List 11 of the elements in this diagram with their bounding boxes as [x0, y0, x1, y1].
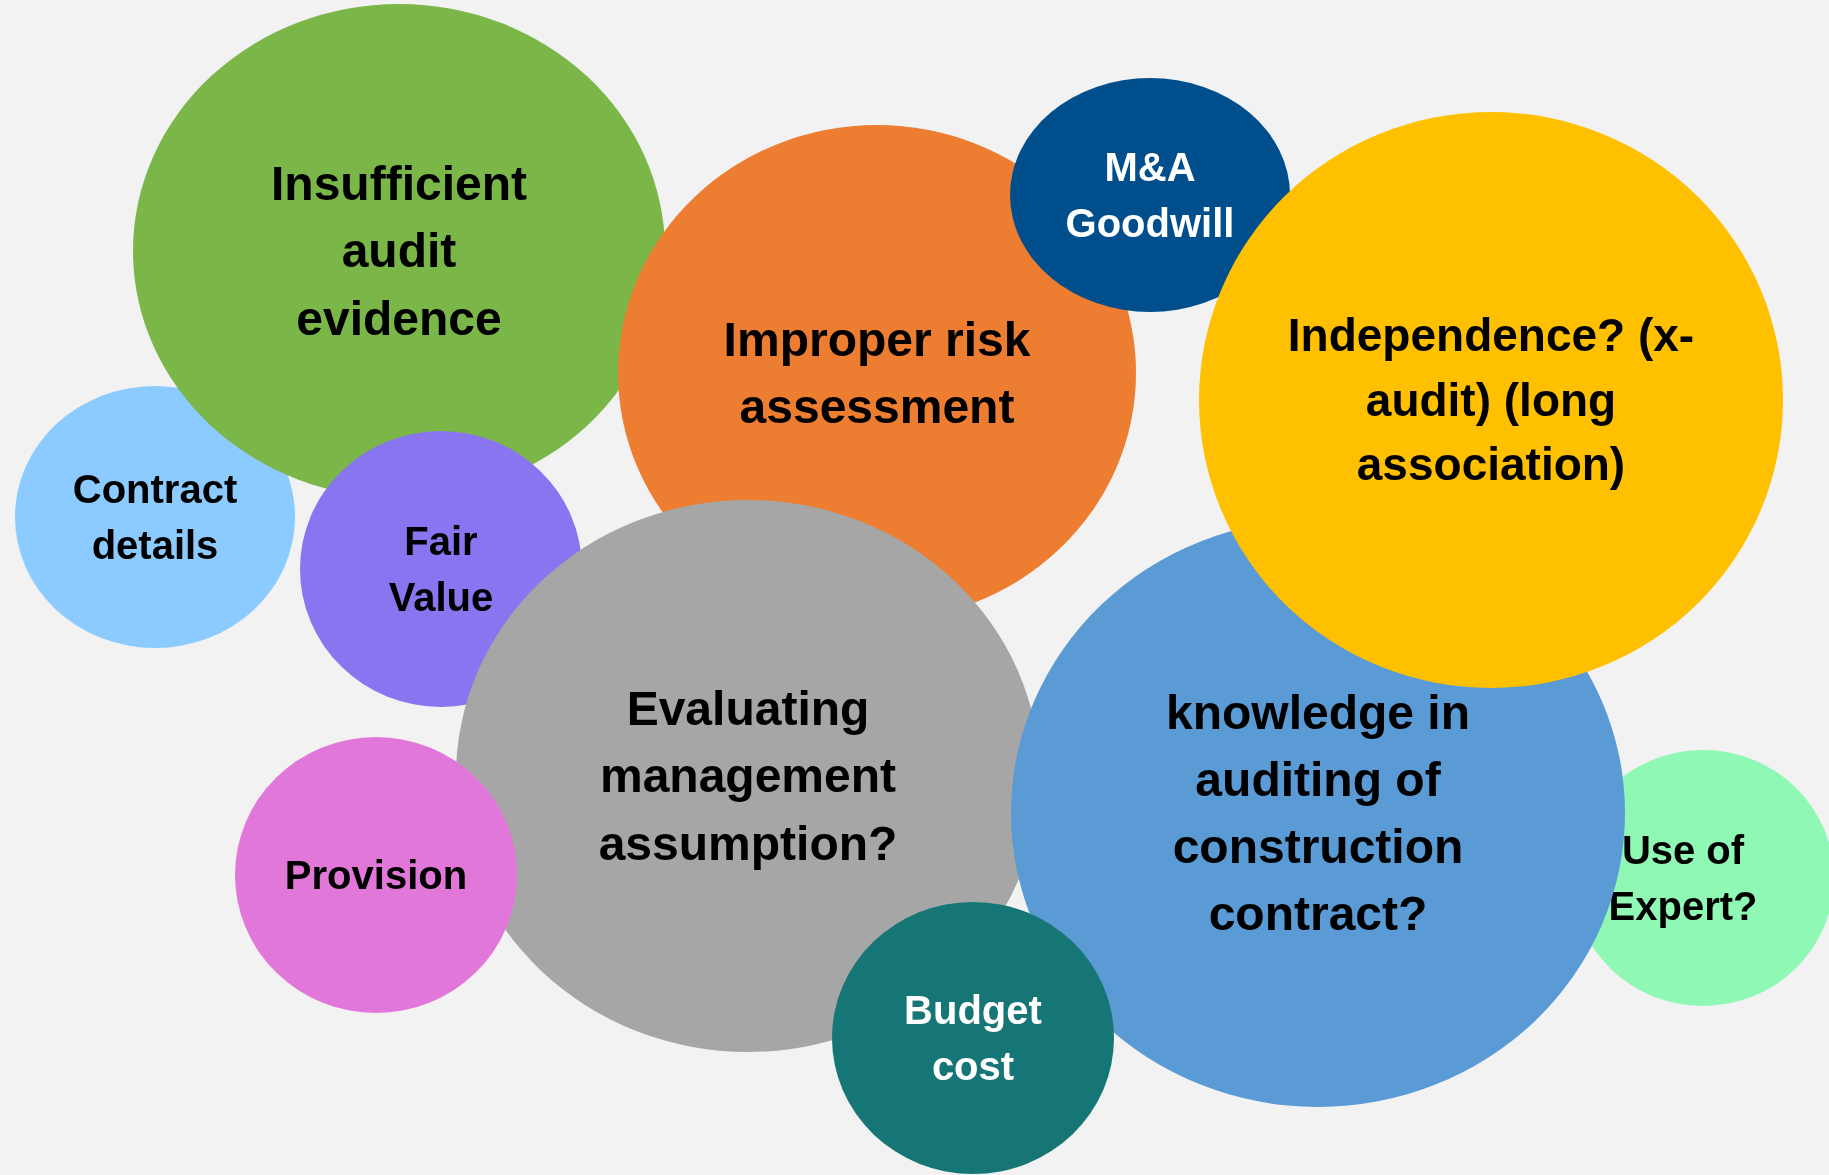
bubble-label: Budget cost	[903, 987, 1043, 1090]
bubble-label: Provision	[284, 852, 468, 899]
bubble-label: M&A Goodwill	[1064, 144, 1236, 247]
bubble-label: Contract details	[71, 466, 239, 569]
bubble-label: Improper risk assessment	[722, 311, 1032, 435]
bubble-label: Fair Value	[387, 518, 495, 621]
bubble-label: Evaluating management assumption?	[597, 681, 899, 872]
bubble-label: Use of Expert?	[1607, 827, 1759, 930]
bubble-label: Independence? (x-audit) (long association)	[1286, 308, 1696, 493]
bubble-label: knowledge in auditing of construction contract?	[1165, 684, 1471, 943]
bubble-label: Insufficient audit evidence	[270, 156, 528, 347]
